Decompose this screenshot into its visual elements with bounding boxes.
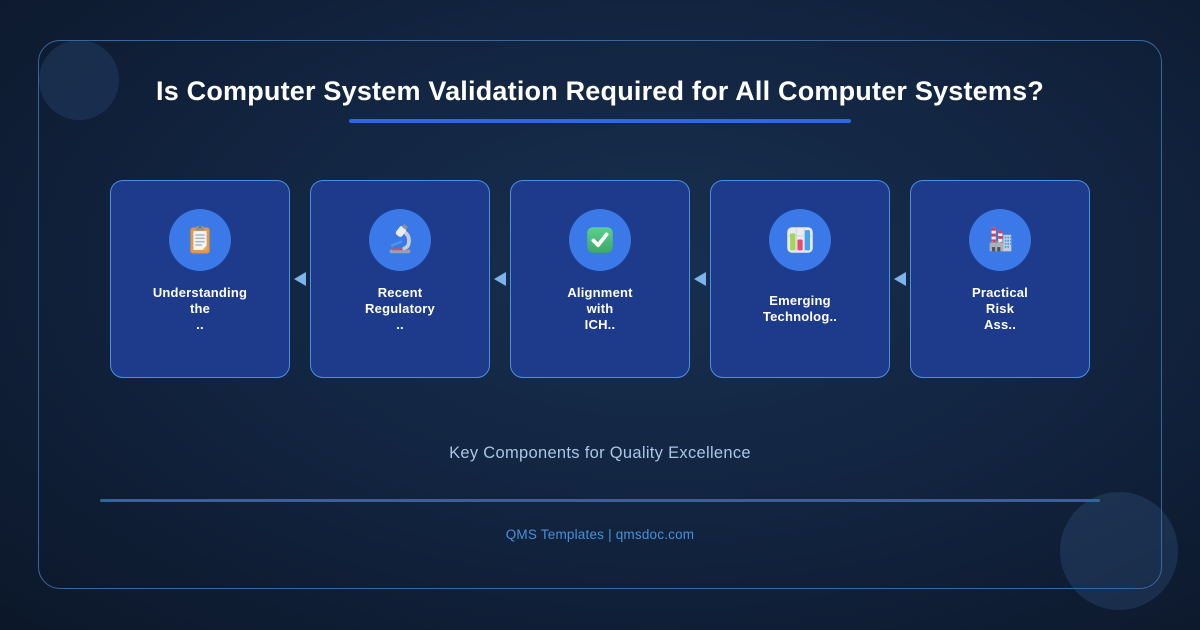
footer-divider — [100, 499, 1100, 502]
connector-gap — [690, 180, 710, 378]
page-title: Is Computer System Validation Required f… — [156, 76, 1044, 106]
components-row: Understanding the .. Recent Regulatory .… — [110, 180, 1090, 378]
check-mark-icon — [569, 209, 631, 271]
card-recent-regulatory: Recent Regulatory .. — [310, 180, 490, 378]
connector-gap — [890, 180, 910, 378]
microscope-icon — [369, 209, 431, 271]
arrow-left-icon — [294, 272, 306, 286]
card-label: Emerging Technolog.. — [762, 293, 838, 324]
arrow-left-icon — [694, 272, 706, 286]
card-label: Understanding the .. — [152, 285, 248, 332]
card-practical-risk: Practical Risk Ass.. — [910, 180, 1090, 378]
arrow-left-icon — [494, 272, 506, 286]
clipboard-icon — [169, 209, 231, 271]
title-underline — [349, 119, 851, 123]
footer-credit: QMS Templates | qmsdoc.com — [505, 527, 695, 542]
card-alignment-ich: Alignment with ICH.. — [510, 180, 690, 378]
decorative-circle-bottom-right — [1060, 492, 1178, 610]
card-emerging-technologies: Emerging Technolog.. — [710, 180, 890, 378]
content-frame — [38, 40, 1162, 589]
bar-chart-icon — [769, 209, 831, 271]
card-label: Practical Risk Ass.. — [971, 285, 1028, 332]
card-label: Alignment with ICH.. — [567, 285, 633, 332]
connector-gap — [290, 180, 310, 378]
arrow-left-icon — [894, 272, 906, 286]
factory-icon — [969, 209, 1031, 271]
card-understanding: Understanding the .. — [110, 180, 290, 378]
connector-gap — [490, 180, 510, 378]
card-label: Recent Regulatory .. — [365, 285, 435, 332]
subtitle: Key Components for Quality Excellence — [449, 444, 751, 462]
